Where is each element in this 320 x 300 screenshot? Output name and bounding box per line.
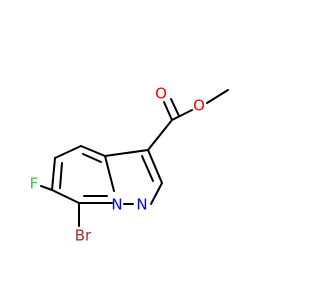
structure-diagram: O O N N F Br: [30, 85, 229, 245]
bond-c3a-c4: [80, 145, 106, 157]
bond-carbonyl-double-2: [170, 98, 180, 117]
bond-methyl-o: [206, 89, 229, 104]
bond-carbonyl-double-1: [163, 101, 173, 121]
bond-c3-c2-inner: [141, 155, 154, 182]
bond-c3-c2: [147, 149, 163, 184]
molecule-canvas: O O N N F Br: [30, 85, 229, 245]
atom-carbonyl-oxygen: O: [155, 85, 167, 103]
atom-nitrogen-bridgehead: N: [111, 196, 122, 214]
atom-bromine: Br: [75, 227, 92, 245]
bond-n7a-c3a: [104, 155, 115, 192]
atom-ester-oxygen: O: [193, 97, 205, 115]
bond-c5-c6: [51, 157, 56, 191]
bond-carbonyl-c3: [147, 119, 173, 151]
atom-fluorine: F: [30, 175, 39, 193]
bond-c4-c5: [54, 145, 82, 159]
bond-c3a-c4-inner: [82, 153, 102, 163]
bond-c2-n1: [150, 182, 163, 205]
bond-c3-c3a: [104, 149, 149, 157]
atom-nitrogen-ring: N: [136, 196, 147, 214]
bond-c6-f: [40, 185, 53, 191]
bond-c6-c7: [51, 189, 80, 204]
bond-o-carbonyl: [171, 109, 193, 121]
bond-c5-c6-inner: [59, 162, 63, 189]
